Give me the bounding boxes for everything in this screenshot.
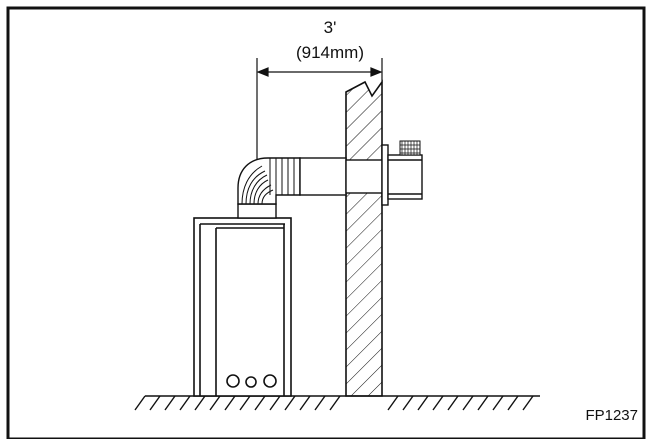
wall-thimble: [345, 159, 383, 194]
dimension-millimeter-label: (914mm): [295, 43, 364, 62]
water-heater: [193, 217, 292, 397]
vent-pipe: [237, 140, 423, 219]
heater-vent-collar: [237, 203, 277, 219]
heater-cabinet: [193, 217, 292, 397]
horizontal-vent-pipe: [299, 157, 347, 196]
diagram-border: [6, 6, 646, 439]
control-knob: [226, 374, 240, 388]
dimension-feet-label: 3': [323, 18, 337, 37]
floor-line: [134, 395, 540, 411]
vent-screen-mesh: [400, 141, 420, 155]
dimension-indicator: [256, 58, 383, 160]
elbow-segments: [241, 158, 295, 205]
dimension-arrow-right: [370, 67, 383, 77]
control-knob: [263, 374, 277, 388]
wall-section: [345, 79, 383, 397]
vent-terminal-hood: [387, 154, 423, 200]
dimension-arrow-left: [256, 67, 269, 77]
control-knob: [245, 376, 257, 388]
vent-cap-flange: [381, 144, 389, 206]
figure-code-label: FP1237: [585, 407, 638, 424]
